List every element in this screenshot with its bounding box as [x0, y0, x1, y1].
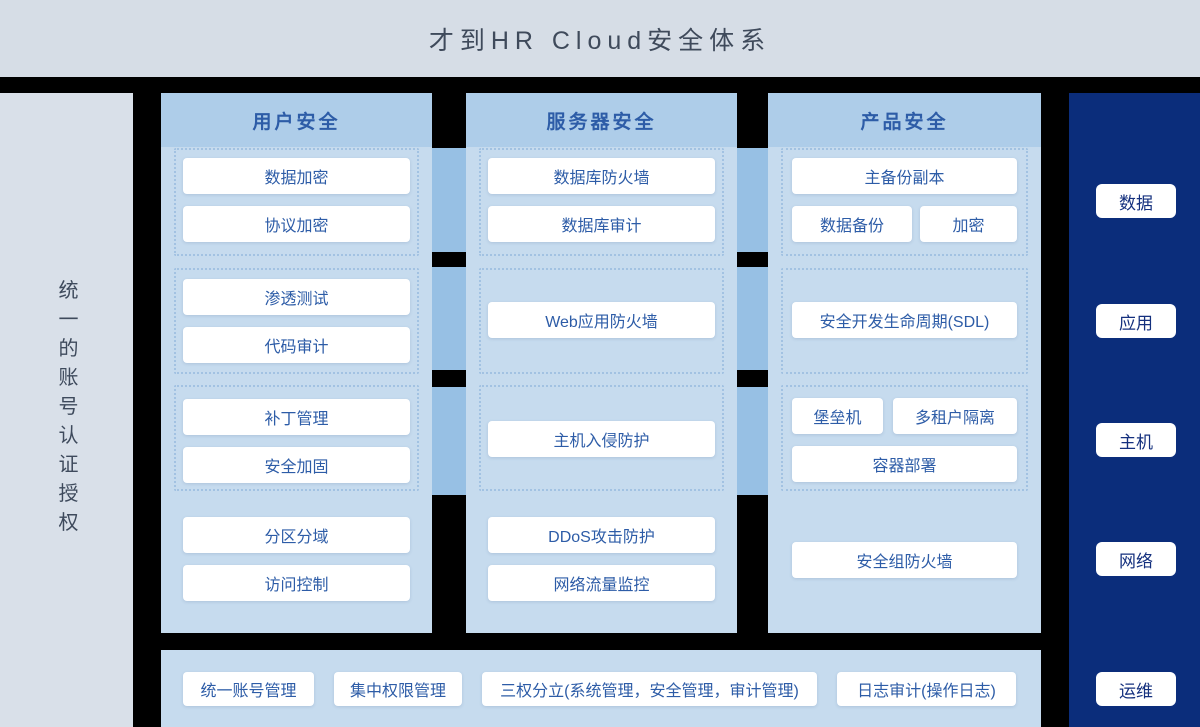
node-encryption: 加密	[920, 206, 1017, 242]
node-database-firewall: 数据库防火墙	[488, 158, 715, 194]
node-container-deployment: 容器部署	[792, 446, 1017, 482]
dashed-group-box	[479, 268, 724, 374]
node-database-audit: 数据库审计	[488, 206, 715, 242]
node-web-application-firewall: Web应用防火墙	[488, 302, 715, 338]
node-security-hardening: 安全加固	[183, 447, 410, 483]
layer-application: 应用	[1096, 304, 1176, 338]
layer-operations: 运维	[1096, 672, 1176, 706]
node-data-encryption: 数据加密	[183, 158, 410, 194]
connector-band	[737, 387, 768, 495]
page-title: 才到HR Cloud安全体系	[428, 26, 772, 55]
dashed-group-box	[174, 385, 419, 491]
column-product-security-title: 产品安全	[768, 93, 1041, 147]
column-server-security-title: 服务器安全	[466, 93, 737, 147]
layer-network: 网络	[1096, 542, 1176, 576]
dashed-group-box	[781, 385, 1028, 491]
node-bastion-host: 堡垒机	[792, 398, 883, 434]
layer-host: 主机	[1096, 423, 1176, 457]
node-multi-tenant-isolation: 多租户隔离	[893, 398, 1017, 434]
bottom-governance-bar: 统一账号管理 集中权限管理 三权分立(系统管理，安全管理，审计管理) 日志审计(…	[161, 650, 1041, 727]
node-data-backup: 数据备份	[792, 206, 912, 242]
node-centralized-permission-management: 集中权限管理	[334, 672, 462, 706]
node-host-intrusion-protection: 主机入侵防护	[488, 421, 715, 457]
dashed-group-box	[479, 148, 724, 256]
node-network-traffic-monitoring: 网络流量监控	[488, 565, 715, 601]
node-secure-development-lifecycle: 安全开发生命周期(SDL)	[792, 302, 1017, 338]
connector-band	[432, 148, 466, 252]
dashed-group-box	[781, 268, 1028, 374]
left-sidebar-label: 统一的账号认证授权	[55, 279, 77, 541]
dashed-group-box	[479, 385, 724, 491]
page-header: 才到HR Cloud安全体系	[0, 0, 1200, 77]
node-penetration-testing: 渗透测试	[183, 279, 410, 315]
column-user-security-title: 用户安全	[161, 93, 432, 147]
connector-band	[432, 387, 466, 495]
dashed-group-box	[174, 268, 419, 374]
node-separation-of-powers: 三权分立(系统管理，安全管理，审计管理)	[482, 672, 817, 706]
node-primary-backup-replica: 主备份副本	[792, 158, 1017, 194]
node-unified-account-management: 统一账号管理	[183, 672, 314, 706]
node-code-audit: 代码审计	[183, 327, 410, 363]
right-sidebar-layers: 数据 应用 主机 网络 运维	[1069, 93, 1200, 727]
node-log-audit: 日志审计(操作日志)	[837, 672, 1016, 706]
connector-band	[737, 148, 768, 252]
column-product-security: 产品安全 主备份副本 数据备份 加密 安全开发生命周期(SDL) 堡垒机 多租户…	[768, 93, 1041, 633]
connector-band	[432, 267, 466, 370]
dashed-group-box	[781, 148, 1028, 256]
left-sidebar: 统一的账号认证授权	[0, 93, 133, 727]
dashed-group-box	[174, 148, 419, 256]
layer-data: 数据	[1096, 184, 1176, 218]
node-patch-management: 补丁管理	[183, 399, 410, 435]
column-server-security: 服务器安全 数据库防火墙 数据库审计 Web应用防火墙 主机入侵防护 DDoS攻…	[466, 93, 737, 633]
node-access-control: 访问控制	[183, 565, 410, 601]
node-security-group-firewall: 安全组防火墙	[792, 542, 1017, 578]
connector-band	[737, 267, 768, 370]
node-partition-zoning: 分区分域	[183, 517, 410, 553]
node-protocol-encryption: 协议加密	[183, 206, 410, 242]
column-user-security: 用户安全 数据加密 协议加密 渗透测试 代码审计 补丁管理 安全加固 分区分域 …	[161, 93, 432, 633]
node-ddos-protection: DDoS攻击防护	[488, 517, 715, 553]
